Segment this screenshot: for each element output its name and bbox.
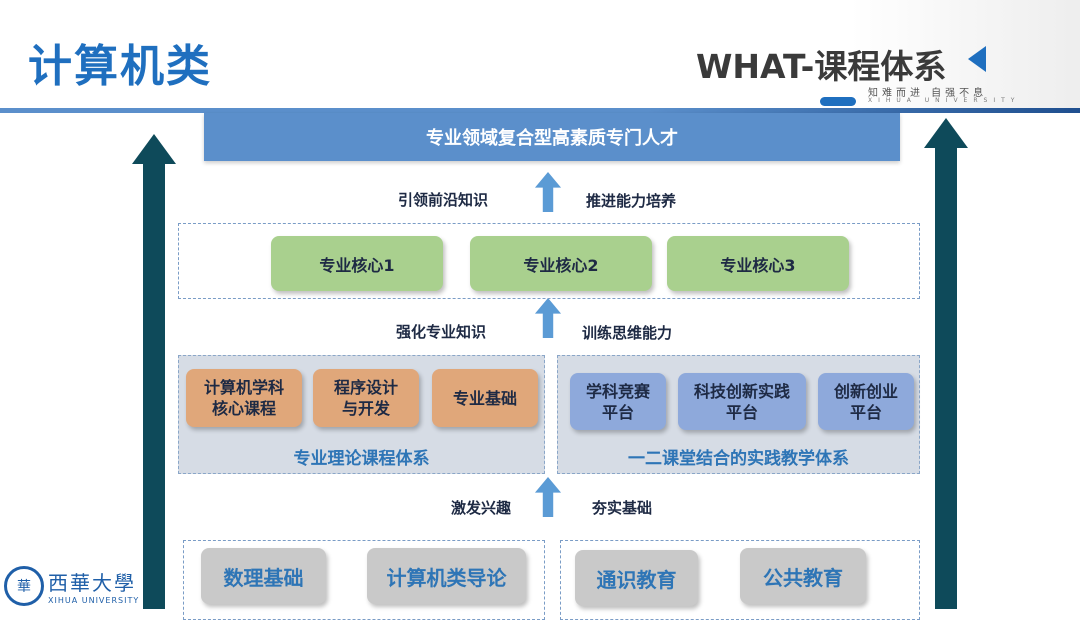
practice-box-1: 学科竞赛平台 bbox=[570, 373, 666, 430]
line: 学科竞赛 bbox=[585, 381, 650, 401]
left-arrow-head bbox=[132, 134, 176, 164]
core-box-1: 专业核心1 bbox=[271, 236, 443, 291]
theory-box-1: 计算机学科核心课程 bbox=[186, 369, 302, 427]
core-box-2: 专业核心2 bbox=[470, 236, 652, 291]
line: 科技创新实践 bbox=[693, 381, 790, 401]
university-logo: 華 西華大學 XIHUA UNIVERSITY bbox=[4, 566, 139, 606]
up-arrow-icon bbox=[534, 477, 562, 517]
foundation-box-4: 公共教育 bbox=[740, 548, 866, 604]
theory-box-3: 专业基础 bbox=[432, 369, 538, 427]
chevron-left-icon bbox=[968, 46, 986, 72]
label-l1: 引领前沿知识 bbox=[398, 191, 489, 209]
header-divider bbox=[0, 108, 1080, 113]
up-arrow-icon bbox=[534, 298, 562, 338]
up-arrow-icon bbox=[534, 172, 562, 212]
line: 核心课程 bbox=[211, 399, 276, 418]
practice-box-2: 科技创新实践平台 bbox=[678, 373, 806, 430]
seal-icon: 華 bbox=[4, 566, 44, 606]
line: 计算机学科 bbox=[203, 378, 284, 397]
line: 与开发 bbox=[341, 399, 390, 418]
right-arrow-shaft bbox=[935, 147, 957, 609]
motto: 知难而进 自强不息 bbox=[868, 88, 988, 99]
left-arrow-shaft bbox=[143, 163, 165, 609]
line: 平台 bbox=[849, 402, 882, 422]
practice-caption: 一二课堂结合的实践教学体系 bbox=[628, 449, 849, 469]
foundation-box-1: 数理基础 bbox=[201, 548, 326, 604]
label-l2: 强化专业知识 bbox=[396, 323, 487, 341]
line: 程序设计 bbox=[333, 378, 398, 397]
label-r3: 夯实基础 bbox=[592, 499, 653, 517]
label-r2: 训练思维能力 bbox=[582, 324, 673, 342]
line: 创新创业 bbox=[833, 381, 898, 401]
goal-banner: 专业领域复合型高素质专门人才 bbox=[204, 113, 900, 161]
label-r1: 推进能力培养 bbox=[586, 192, 677, 210]
foundation-box-3: 通识教育 bbox=[575, 550, 698, 606]
line: 平台 bbox=[601, 402, 634, 422]
line: 平台 bbox=[725, 402, 758, 422]
section-subtitle: WHAT-课程体系 bbox=[696, 47, 947, 86]
core-group bbox=[178, 223, 920, 299]
foundation-box-2: 计算机类导论 bbox=[367, 548, 526, 604]
label-l3: 激发兴趣 bbox=[451, 499, 512, 517]
university-en: XIHUA UNIVERSITY bbox=[868, 97, 1021, 104]
core-box-3: 专业核心3 bbox=[667, 236, 849, 291]
logo-name-en: XIHUA UNIVERSITY bbox=[48, 596, 140, 605]
decor-pill bbox=[820, 97, 856, 106]
logo-name-cn: 西華大學 bbox=[48, 571, 136, 595]
background-calligraphy bbox=[850, 0, 1080, 110]
right-arrow-head bbox=[924, 118, 968, 148]
practice-box-3: 创新创业平台 bbox=[818, 373, 914, 430]
page-title: 计算机类 bbox=[28, 41, 212, 92]
left-arrow-shaft-overlay bbox=[143, 540, 165, 609]
theory-caption: 专业理论课程体系 bbox=[293, 449, 430, 469]
theory-box-2: 程序设计与开发 bbox=[313, 369, 419, 427]
